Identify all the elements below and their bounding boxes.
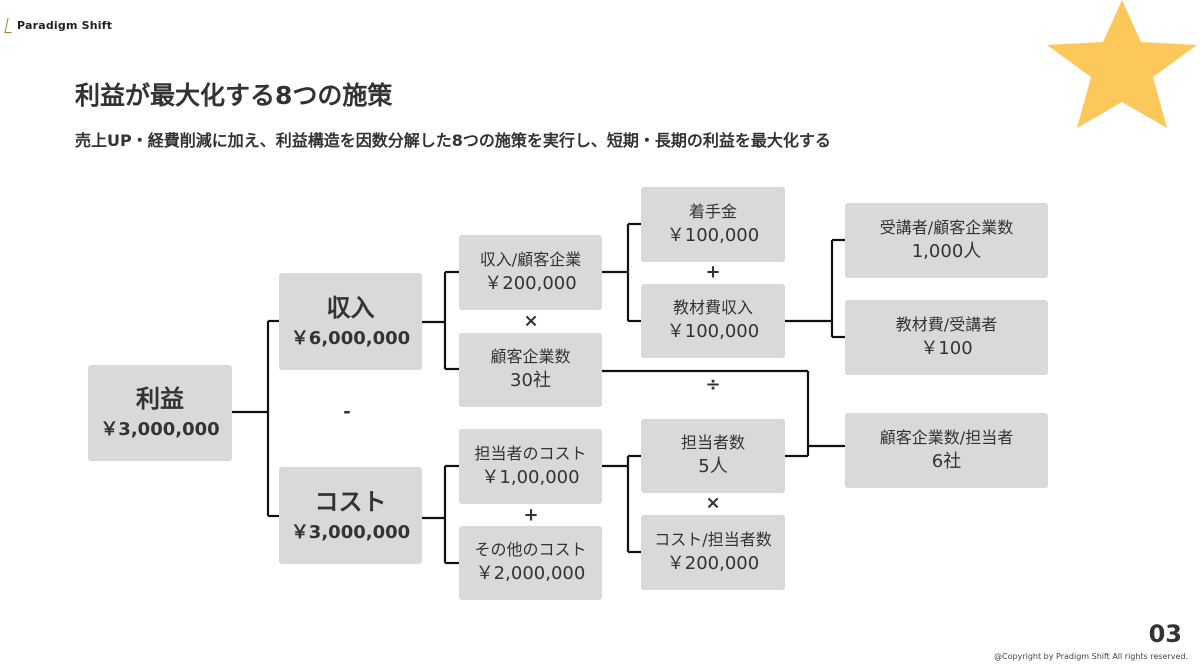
node-client-count-value: 30社 — [510, 370, 551, 391]
node-trainees-per-client: 受講者/顧客企業数 1,000人 — [845, 203, 1048, 278]
node-material-per-trainee-value: ￥100 — [920, 337, 973, 359]
page-subtitle: 売上UP・経費削減に加え、利益構造を因数分解した8つの施策を実行し、短期・長期の… — [75, 131, 831, 150]
node-cost-per-staff-value: ￥200,000 — [666, 552, 760, 574]
node-profit-value: ￥3,000,000 — [100, 419, 220, 440]
node-clients-per-staff-label: 顧客企業数/担当者 — [879, 427, 1014, 447]
node-cost-per-staff-label: コスト/担当者数 — [654, 529, 772, 549]
brand-name: Paradigm Shift — [17, 19, 113, 32]
node-revenue-value: ￥6,000,000 — [290, 327, 411, 349]
node-cost-per-staff: コスト/担当者数 ￥200,000 — [641, 515, 785, 590]
node-client-count: 顧客企業数 30社 — [459, 333, 602, 407]
node-material-revenue: 教材費収入 ￥100,000 — [641, 284, 785, 358]
copyright-text: @Copyright by Pradigm Shift All rights r… — [994, 652, 1188, 661]
node-revenue-label: 収入 — [326, 293, 375, 322]
node-profit: 利益 ￥3,000,000 — [88, 365, 232, 461]
node-profit-label: 利益 — [136, 385, 184, 413]
node-trainees-per-client-value: 1,000人 — [911, 240, 982, 262]
node-upfront-fee-value: ￥100,000 — [666, 224, 760, 246]
page-number: 03 — [1148, 620, 1182, 648]
operator-plus-cost: + — [523, 504, 539, 526]
node-staff-cost: 担当者のコスト ￥1,00,000 — [459, 429, 602, 504]
node-upfront-fee: 着手金 ￥100,000 — [641, 187, 785, 262]
operator-times-staff: × — [705, 492, 721, 514]
star-icon — [1047, 0, 1197, 128]
operator-times-revenue: × — [523, 310, 539, 332]
node-revenue-per-client: 収入/顧客企業 ￥200,000 — [459, 235, 602, 310]
node-other-cost: その他のコスト ￥2,000,000 — [459, 526, 602, 600]
node-material-revenue-label: 教材費収入 — [672, 298, 753, 317]
operator-plus-fee: + — [705, 261, 721, 283]
node-staff-cost-value: ￥1,00,000 — [481, 466, 580, 488]
node-cost-label: コスト — [314, 487, 387, 516]
node-staff-count: 担当者数 5人 — [641, 419, 785, 493]
node-other-cost-value: ￥2,000,000 — [475, 563, 586, 584]
node-staff-count-value: 5人 — [698, 456, 728, 477]
node-material-per-trainee: 教材費/受講者 ￥100 — [845, 300, 1048, 375]
page-title: 利益が最大化する8つの施策 — [75, 81, 393, 110]
node-client-count-label: 顧客企業数 — [490, 347, 571, 366]
node-revenue: 収入 ￥6,000,000 — [279, 273, 422, 370]
operator-divide: ÷ — [705, 374, 721, 396]
node-trainees-per-client-label: 受講者/顧客企業数 — [879, 217, 1014, 237]
node-revenue-per-client-value: ￥200,000 — [484, 272, 577, 294]
operator-minus: - — [343, 401, 351, 423]
brand-logo: Paradigm Shift — [4, 18, 113, 33]
node-material-per-trainee-label: 教材費/受講者 — [895, 314, 998, 334]
node-cost: コスト ￥3,000,000 — [279, 467, 422, 564]
node-cost-value: ￥3,000,000 — [290, 521, 411, 543]
node-clients-per-staff: 顧客企業数/担当者 6社 — [845, 413, 1048, 488]
node-material-revenue-value: ￥100,000 — [666, 321, 760, 342]
node-upfront-fee-label: 着手金 — [688, 201, 737, 221]
node-other-cost-label: その他のコスト — [474, 540, 587, 559]
node-staff-cost-label: 担当者のコスト — [474, 443, 587, 463]
node-clients-per-staff-value: 6社 — [931, 450, 962, 472]
node-staff-count-label: 担当者数 — [680, 433, 745, 452]
node-revenue-per-client-label: 収入/顧客企業 — [479, 249, 582, 269]
